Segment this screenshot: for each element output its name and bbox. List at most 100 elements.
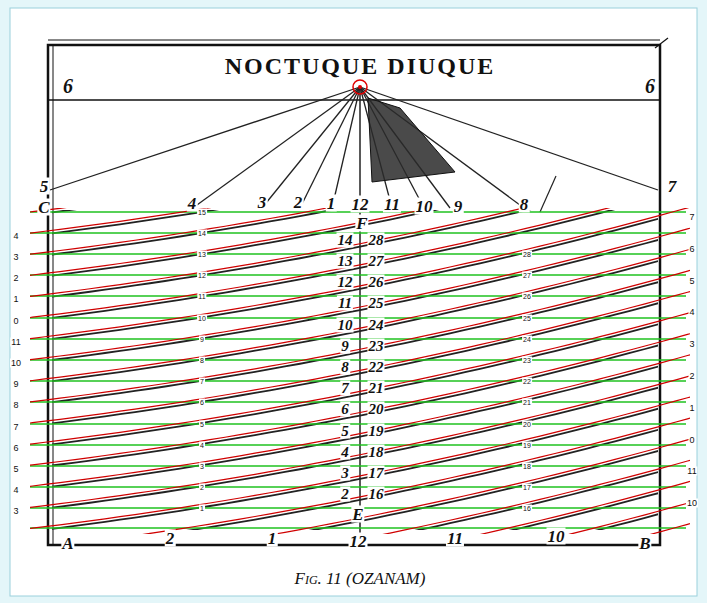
day-number: 5 [340, 424, 350, 439]
green-line [30, 232, 686, 234]
hour-number: C [37, 199, 50, 216]
hour-number: 12 [349, 533, 368, 550]
day-number: 9 [340, 339, 350, 354]
overlay-number: 4 [12, 486, 19, 495]
overlay-number: 11 [686, 467, 697, 476]
hour-number: 2 [165, 530, 176, 547]
hour-number: A [61, 535, 74, 552]
gnomon-foot-dot [358, 85, 362, 89]
day-number: 14 [337, 233, 354, 248]
date-curve [52, 400, 658, 530]
hour-line [360, 87, 524, 208]
day-number: 4 [340, 445, 350, 460]
overlay-number: 10 [10, 359, 22, 368]
date-curve [52, 231, 658, 362]
red-curve [30, 334, 690, 465]
red-curve [30, 208, 690, 339]
dial-frame [48, 38, 668, 545]
day-number: 21 [368, 381, 385, 396]
red-curve [30, 313, 690, 444]
red-curve [30, 397, 690, 528]
date-number: 12 [197, 272, 207, 279]
day-number: 20 [368, 402, 385, 417]
red-curve [30, 208, 690, 233]
red-curve [30, 270, 690, 401]
date-number: 3 [199, 463, 205, 470]
hour-line [262, 87, 360, 208]
date-number: 7 [199, 378, 205, 385]
date-number: 1 [199, 505, 205, 512]
date-number: 11 [197, 293, 206, 300]
day-number: 28 [368, 233, 385, 248]
date-curve [52, 463, 658, 530]
red-curve [30, 418, 690, 534]
overlay-number: 3 [688, 340, 695, 349]
day-number: 7 [340, 381, 350, 396]
hour-number: 5 [39, 178, 50, 195]
date-curve [52, 527, 658, 530]
overlay-number: 2 [688, 372, 695, 381]
day-number: 19 [368, 424, 385, 439]
day-number: 22 [368, 360, 385, 375]
date-number: 24 [522, 336, 532, 343]
hour-number: 9 [453, 198, 464, 215]
day-number: 25 [368, 296, 385, 311]
overlay-number: 4 [12, 232, 19, 241]
date-number: 9 [199, 336, 205, 343]
date-number: 5 [199, 421, 205, 428]
day-number: 3 [340, 466, 350, 481]
overlay-number: 0 [688, 435, 695, 444]
overlay-number: 11 [10, 338, 21, 347]
date-curve [52, 210, 658, 236]
date-number: 23 [522, 357, 532, 364]
day-number: 27 [368, 254, 385, 269]
corner-number: 6 [62, 76, 74, 96]
red-curve [30, 503, 690, 534]
day-number: 2 [340, 487, 350, 502]
day-number: 13 [337, 254, 354, 269]
hour-number: F [355, 215, 368, 232]
panel [10, 8, 697, 596]
date-curve [52, 484, 658, 530]
red-curve [30, 208, 690, 296]
date-number: 15 [197, 209, 207, 216]
title: NOCTUQUE DIUQUE [224, 54, 497, 78]
hour-number: 10 [547, 528, 566, 545]
hour-number: B [638, 535, 651, 552]
overlay-number: 0 [12, 317, 19, 326]
red-curve [30, 249, 690, 380]
overlay-number: 3 [12, 507, 19, 516]
date-curve [52, 295, 658, 426]
red-curve [30, 208, 690, 212]
hour-number: 2 [293, 194, 304, 211]
date-number: 20 [522, 421, 532, 428]
green-line [30, 253, 686, 255]
date-number: 25 [522, 315, 532, 322]
day-number: 6 [340, 402, 350, 417]
overlay-number: 7 [688, 213, 695, 222]
hour-number: 10 [415, 198, 434, 215]
date-curve [52, 337, 658, 468]
hour-line [190, 87, 360, 210]
green-lines [30, 212, 686, 528]
hour-lines [50, 87, 658, 210]
date-number: 21 [522, 399, 532, 406]
overlay-number: 4 [688, 308, 695, 317]
overlay-number: 2 [12, 274, 19, 283]
hour-number: 7 [667, 178, 678, 195]
overlay-number: 5 [688, 276, 695, 285]
hour-number: E [351, 506, 364, 523]
stroke [540, 176, 556, 212]
hour-number: 8 [519, 196, 530, 213]
date-number: 14 [197, 230, 207, 237]
day-number: 23 [368, 339, 385, 354]
date-number: 10 [197, 315, 207, 322]
red-curves [30, 208, 690, 534]
overlay-number: 3 [12, 253, 19, 262]
date-curve [52, 316, 658, 447]
hour-number: 4 [187, 195, 198, 212]
day-number: 12 [337, 275, 354, 290]
date-number: 6 [199, 399, 205, 406]
date-curve [52, 379, 658, 510]
date-curve [52, 358, 658, 489]
